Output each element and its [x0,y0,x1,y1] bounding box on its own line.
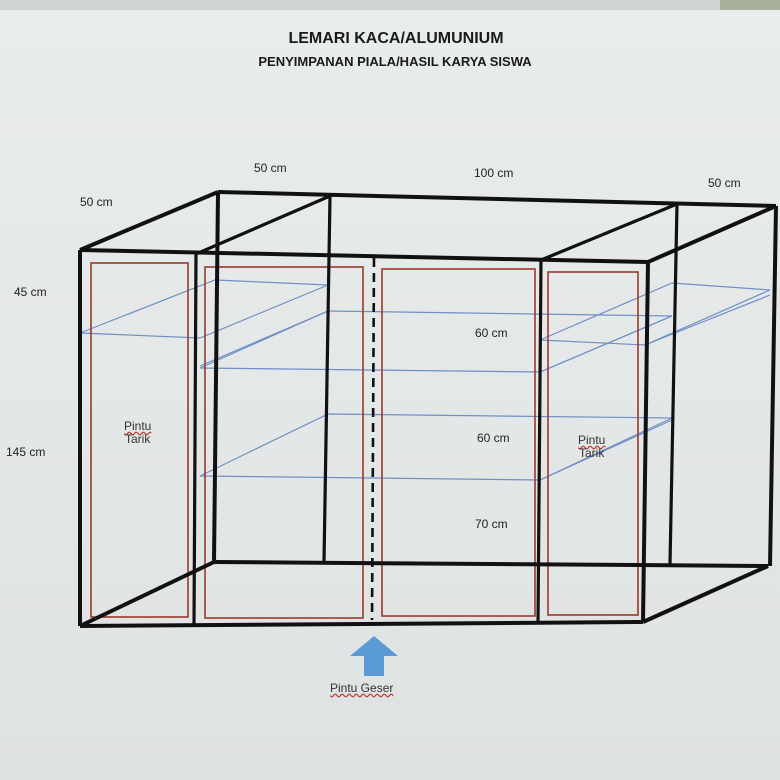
shelf-right-front [539,315,673,373]
shelf-top-middle-back [199,310,329,367]
frame-depth-top-right [647,204,777,264]
frame-depth-bottom-left [79,560,215,628]
top-strip [0,0,780,10]
door-left [90,262,189,618]
door-right-label-line1: Pintu [578,433,606,447]
divider-front-left [192,253,198,627]
arrow-up-icon [350,636,398,676]
frame-depth-bottom-right [642,564,769,624]
door-left-label-line2: Tarik [125,432,151,446]
door-middle-left [204,266,364,619]
door-right [547,271,639,616]
frame-depth-top-left [79,190,219,252]
dim-shelf-gap-2: 60 cm [477,431,510,445]
divider-top-depth-left [195,194,331,256]
divider-back-right [668,203,679,565]
sliding-door-label: Pintu Geser [330,681,394,695]
sliding-door-center-line [370,257,376,621]
dim-width-middle: 100 cm [474,166,514,180]
cabinet-frame [78,190,778,628]
dim-depth-left: 50 cm [80,195,113,209]
frame-back-top [217,190,777,208]
shelf-second-extra [539,419,673,481]
divider-top-depth-right [540,202,678,262]
cabinet-dividers [192,194,679,627]
door-right-label: Pintu Tarik [578,434,605,460]
shelf-top-right [539,282,771,346]
door-right-label-line2: Tarik [579,446,605,460]
dim-height-main: 145 cm [6,445,46,459]
frame-back-left [212,191,220,563]
shelf-right-front-2 [644,294,771,346]
door-left-label-line1: Pintu [124,419,152,433]
frame-front-right [641,261,650,623]
divider-back-left [322,195,332,563]
frame-front-top [79,248,649,264]
dim-shelf-gap-3: 70 cm [475,517,508,531]
dim-shelf-gap-1: 60 cm [475,326,508,340]
top-strip-edge [720,0,780,10]
divider-front-right [536,259,543,623]
diagram-title: LEMARI KACA/ALUMUNIUM [288,30,504,47]
dim-width-right: 50 cm [708,176,741,190]
shelf-top-left [79,279,329,339]
shelves [79,279,771,481]
dim-width-left: 50 cm [254,161,287,175]
door-outlines [90,262,639,619]
frame-back-right [768,205,778,567]
dim-height-top: 45 cm [14,285,47,299]
door-middle-right [381,268,536,617]
door-left-label: Pintu Tarik [124,420,151,446]
frame-back-bottom [213,560,769,568]
shelf-top-middle [199,310,673,373]
frame-front-bottom [79,620,644,628]
diagram-subtitle: PENYIMPANAN PIALA/HASIL KARYA SISWA [258,54,532,69]
